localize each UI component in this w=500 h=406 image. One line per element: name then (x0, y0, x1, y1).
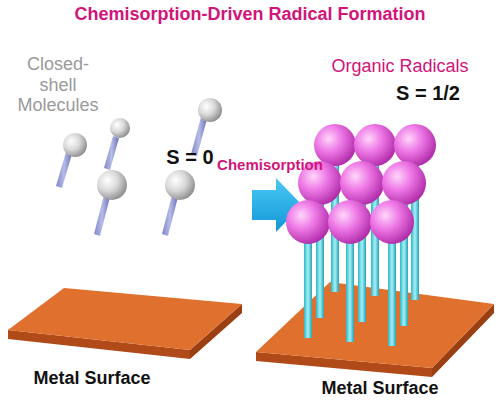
group-label: Closed-shell Molecules (10, 54, 106, 116)
surface-label: Metal Surface (7, 368, 177, 389)
metal-plate-left (8, 288, 242, 359)
surface-label: Metal Surface (295, 378, 465, 399)
spin-label: S = 1/2 (383, 82, 473, 105)
group-label: Organic Radicals (315, 56, 485, 77)
process-label: Chemisorption (205, 156, 335, 173)
diagram-title: Chemisorption-Driven Radical Formation (10, 4, 490, 25)
metal-plate-right (256, 282, 494, 377)
